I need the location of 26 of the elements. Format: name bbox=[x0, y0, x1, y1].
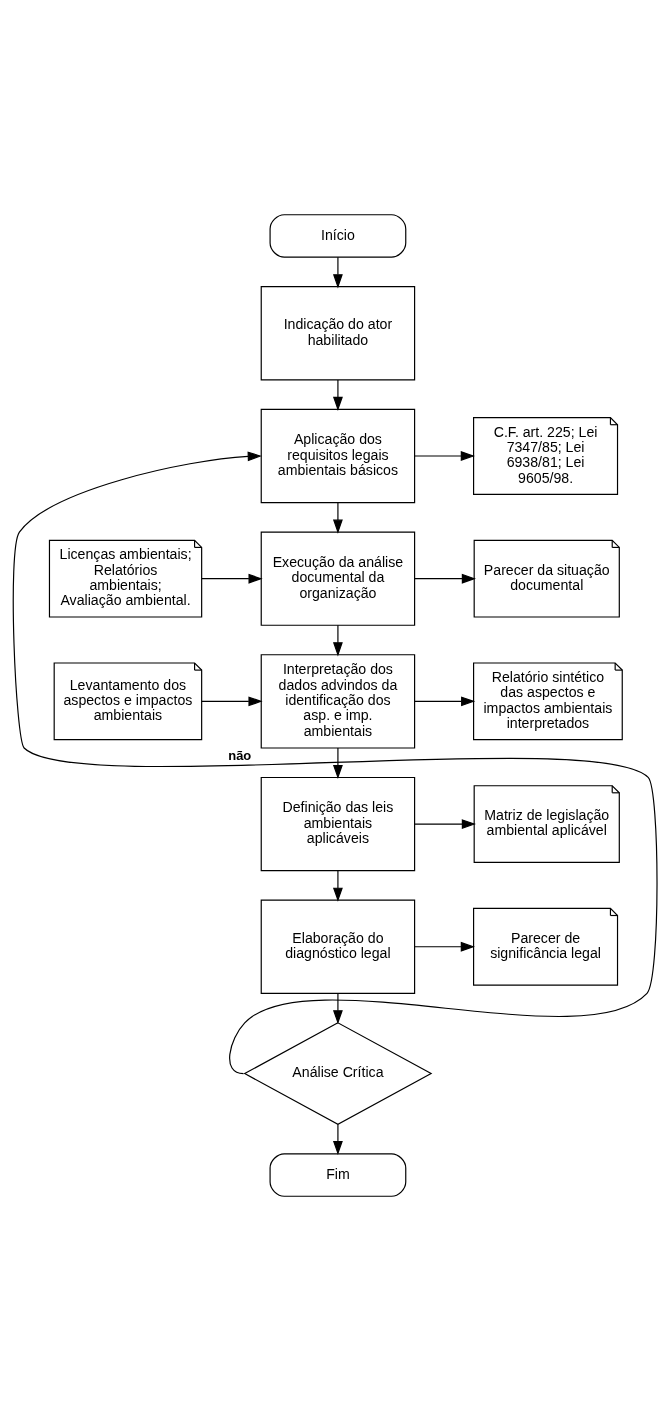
node-box: Aplicação dos requisitos legais ambientais básicos bbox=[260, 408, 416, 504]
arrow bbox=[332, 624, 343, 657]
arrow bbox=[414, 941, 475, 952]
arrow bbox=[414, 696, 476, 707]
arrow bbox=[414, 451, 475, 461]
node-box: Interpretação dos dados advindos da identificação dos asp. e imp. ambientais bbox=[260, 654, 416, 749]
arrow bbox=[414, 573, 476, 584]
arrow bbox=[201, 696, 263, 707]
arrow bbox=[332, 993, 343, 1025]
arrow bbox=[12, 451, 658, 1075]
node-box: Execução da análise documental da organização bbox=[260, 531, 416, 626]
node-box: Indicação do ator habilitado bbox=[260, 286, 416, 381]
edge-label: não bbox=[228, 748, 252, 764]
arrow bbox=[414, 819, 476, 830]
node-box: Fim bbox=[269, 1153, 407, 1197]
arrow bbox=[201, 573, 263, 584]
node-diamond: Análise Crítica bbox=[243, 1022, 433, 1125]
arrow bbox=[332, 870, 343, 902]
arrow bbox=[332, 256, 343, 289]
node-box: Elaboração do diagnóstico legal bbox=[260, 899, 416, 994]
arrow bbox=[332, 379, 343, 412]
arrow bbox=[332, 747, 343, 780]
node-box: Início bbox=[269, 214, 407, 258]
node-box: Definição das leis ambientais aplicáveis bbox=[260, 776, 416, 872]
arrow bbox=[332, 502, 343, 534]
arrow bbox=[332, 1123, 343, 1156]
